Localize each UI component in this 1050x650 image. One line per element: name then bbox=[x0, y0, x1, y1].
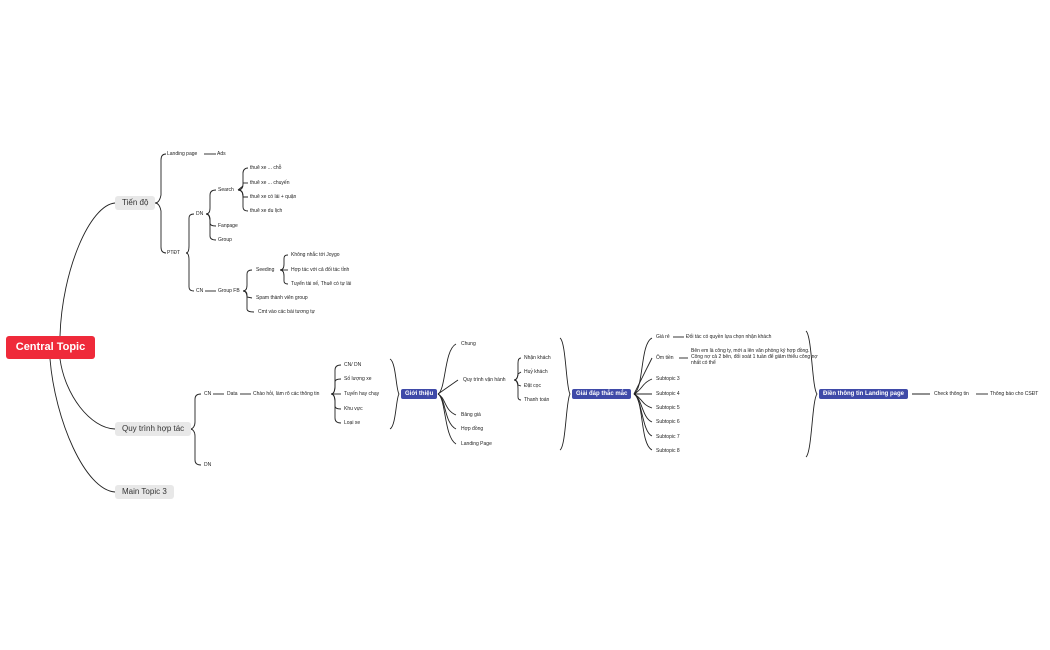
topic-search[interactable]: Search bbox=[218, 187, 234, 193]
topic-info-item[interactable]: Số lượng xe bbox=[344, 376, 372, 382]
topic-search-item[interactable]: thuê xe du lịch bbox=[250, 208, 283, 214]
topic-group-fb-item[interactable]: Spam thành viên group bbox=[256, 295, 308, 301]
topic-ptdt[interactable]: PTĐT bbox=[167, 250, 181, 256]
topic-info-item[interactable]: CN/ DN bbox=[344, 362, 362, 368]
topic-info-item[interactable]: Tuyến hay chạy bbox=[344, 391, 380, 397]
hub-gioi-thieu[interactable]: Giới thiệu bbox=[401, 389, 438, 399]
topic-qt-cn[interactable]: CN bbox=[204, 391, 212, 397]
topic-om-tien-detail[interactable]: Bên em là công ty, mới a lên văn phòng k… bbox=[691, 348, 818, 366]
topic-chao-hoi[interactable]: Chào hỏi, làm rõ các thông tin bbox=[253, 391, 320, 397]
topic-group-fb-item[interactable]: Cmt vào các bài tương tự bbox=[258, 309, 315, 315]
topic-dn[interactable]: DN bbox=[196, 211, 204, 217]
topic-info-item[interactable]: Khu vực bbox=[344, 406, 363, 412]
topic-subtopic[interactable]: Subtopic 7 bbox=[656, 434, 680, 440]
hub-dien-thong-tin[interactable]: Điền thông tin Landing page bbox=[819, 389, 908, 399]
topic-van-hanh-item[interactable]: Nhận khách bbox=[524, 355, 551, 361]
main-topic-tien-do[interactable]: Tiến độ bbox=[115, 196, 156, 210]
topic-seeding-item[interactable]: Hợp tác với cả đối tác tỉnh bbox=[291, 267, 350, 273]
topic-landing-page[interactable]: Landing page bbox=[167, 151, 198, 157]
topic-search-item[interactable]: thuê xe ... chuyến bbox=[250, 180, 290, 186]
topic-cn[interactable]: CN bbox=[196, 288, 204, 294]
topic-thong-bao[interactable]: Thông báo cho CSĐT bbox=[990, 391, 1039, 397]
topic-chung[interactable]: Chung bbox=[461, 341, 476, 347]
central-topic[interactable]: Central Topic bbox=[6, 336, 95, 359]
topic-group-fb[interactable]: Group FB bbox=[218, 288, 240, 294]
topic-data[interactable]: Data bbox=[227, 391, 238, 397]
topic-hop-dong[interactable]: Hợp đồng bbox=[461, 426, 484, 432]
topic-subtopic[interactable]: Subtopic 6 bbox=[656, 419, 680, 425]
topic-fanpage[interactable]: Fanpage bbox=[218, 223, 238, 229]
topic-qt-dn[interactable]: DN bbox=[204, 462, 212, 468]
topic-subtopic[interactable]: Subtopic 4 bbox=[656, 391, 680, 397]
topic-info-item[interactable]: Loại xe bbox=[344, 420, 361, 426]
topic-gia-re-detail[interactable]: Đối tác có quyền lựa chọn nhận khách bbox=[686, 334, 772, 340]
topic-check-thong-tin[interactable]: Check thông tin bbox=[934, 391, 969, 397]
topic-seeding[interactable]: Seeding bbox=[256, 267, 275, 273]
topic-om-tien[interactable]: Ôm tiền bbox=[656, 355, 674, 361]
topic-seeding-item[interactable]: Tuyển tài xế, Thuê có tự lái bbox=[291, 281, 352, 287]
topic-quy-trinh-van-hanh[interactable]: Quy trình vận hành bbox=[463, 377, 506, 383]
topic-van-hanh-item[interactable]: Thanh toán bbox=[524, 397, 550, 403]
topic-search-item[interactable]: thuê xe có lái + quận bbox=[250, 194, 297, 200]
topic-van-hanh-item[interactable]: Đặt cọc bbox=[524, 383, 541, 389]
topic-subtopic[interactable]: Subtopic 5 bbox=[656, 405, 680, 411]
topic-subtopic[interactable]: Subtopic 3 bbox=[656, 376, 680, 382]
topic-subtopic[interactable]: Subtopic 8 bbox=[656, 448, 680, 454]
topic-group[interactable]: Group bbox=[218, 237, 232, 243]
topic-bang-gia[interactable]: Bảng giá bbox=[461, 412, 481, 418]
topic-ads[interactable]: Ads bbox=[217, 151, 226, 157]
hub-giai-dap-thac-mac[interactable]: Giải đáp thắc mắc bbox=[572, 389, 632, 399]
topic-van-hanh-item[interactable]: Huỷ khách bbox=[524, 369, 548, 375]
topic-landing-page-2[interactable]: Landing Page bbox=[461, 441, 492, 447]
topic-search-item[interactable]: thuê xe ... chỗ bbox=[250, 165, 282, 171]
topic-seeding-item[interactable]: Không nhắc tới Joygo bbox=[291, 252, 340, 258]
main-topic-quy-trinh-hop-tac[interactable]: Quy trình hợp tác bbox=[115, 422, 192, 436]
main-topic-3[interactable]: Main Topic 3 bbox=[115, 485, 174, 499]
topic-gia-re[interactable]: Giá rẻ bbox=[656, 334, 670, 340]
